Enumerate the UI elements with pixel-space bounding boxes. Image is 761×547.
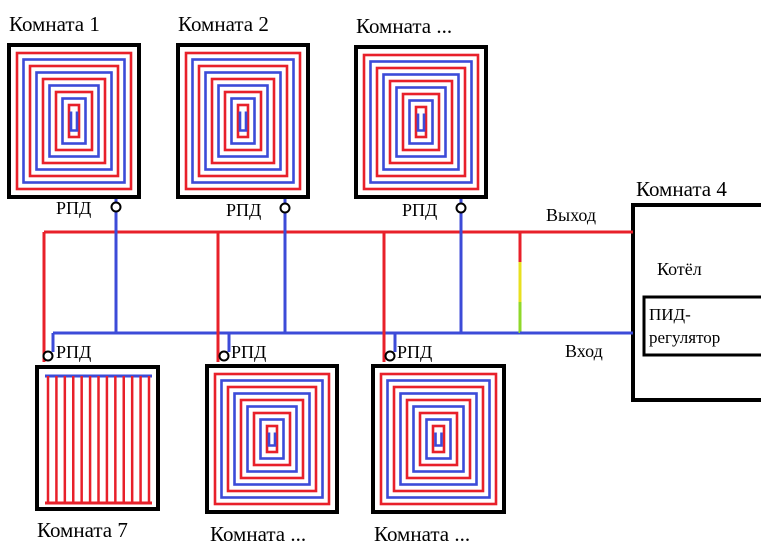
valve-icon[interactable] — [110, 201, 122, 213]
heating-loop-center — [434, 432, 443, 447]
floor-heating-spiral — [184, 51, 302, 191]
heating-loop — [233, 392, 311, 486]
heating-loop — [226, 385, 318, 493]
heating-loop — [412, 405, 465, 473]
heating-loop — [35, 71, 113, 171]
heating-loop — [22, 58, 126, 184]
heating-loop — [395, 86, 447, 158]
heating-loop — [223, 90, 263, 152]
floor-heating-spiral — [362, 53, 480, 191]
pid-controller-frame — [642, 295, 761, 357]
heating-loop — [230, 97, 256, 145]
heating-loop — [191, 58, 295, 184]
heating-loop — [15, 51, 133, 191]
heating-loop — [431, 424, 446, 454]
heating-loop — [213, 372, 331, 506]
heating-loop — [204, 71, 282, 171]
heating-loop — [379, 372, 498, 506]
heating-loop — [259, 418, 285, 460]
floor-heating-spiral — [379, 372, 498, 506]
heating-loop — [61, 97, 87, 145]
heating-loop — [184, 51, 302, 191]
heating-loop — [252, 411, 292, 467]
heating-loop — [217, 84, 269, 158]
room-frame — [176, 43, 310, 199]
floor-heating-parallel — [45, 374, 152, 505]
room-bottom-5-title: Комната ... — [210, 522, 306, 546]
heating-loop — [414, 105, 428, 139]
labels: Комната 1 Комната 2 Комната ... РПД РПД … — [9, 12, 727, 546]
heating-loop — [362, 53, 480, 191]
heating-loop — [236, 103, 250, 139]
pid-label-line2: регулятор — [649, 328, 720, 347]
heating-loop — [418, 411, 459, 467]
heating-loop — [197, 64, 289, 178]
room-bottom-6-title: Комната ... — [374, 522, 470, 546]
heating-loop — [28, 64, 120, 178]
heating-loop — [246, 405, 298, 473]
heating-loop — [220, 379, 324, 499]
valve-bottom-5-label: РПД — [231, 342, 266, 362]
valve-top-1-label: РПД — [56, 198, 91, 218]
valve-bottom-6-label: РПД — [397, 342, 432, 362]
heating-loop — [210, 77, 276, 165]
heating-loop — [386, 379, 491, 499]
floor-heating-spiral — [15, 51, 133, 191]
valve-icon[interactable] — [455, 202, 467, 214]
heating-loop — [265, 424, 279, 454]
room-top-1 — [7, 43, 141, 213]
heating-loop — [375, 66, 467, 178]
room-top-3-title: Комната ... — [356, 14, 452, 38]
heating-loop — [388, 79, 454, 165]
heating-loop — [67, 103, 81, 139]
heating-loop — [401, 92, 441, 152]
heating-loop — [405, 398, 472, 480]
valve-top-2-label: РПД — [226, 200, 261, 220]
heating-loop-center — [267, 432, 277, 447]
heating-loop — [369, 60, 473, 184]
heating-loop-center — [238, 111, 248, 132]
room-top-1-title: Комната 1 — [9, 12, 100, 36]
boiler-room — [520, 203, 761, 402]
room-bottom-6 — [371, 350, 506, 514]
room-bottom-7 — [35, 350, 160, 511]
room-bottom-7-title: Комната 7 — [37, 518, 128, 542]
outlet-label: Выход — [546, 205, 596, 225]
room-frame — [354, 45, 488, 199]
heating-loop — [54, 90, 94, 152]
floor-heating-spiral — [213, 372, 331, 506]
heating-loop-center — [69, 111, 79, 132]
valve-icon[interactable] — [279, 202, 291, 214]
heating-loop — [41, 77, 107, 165]
heating-loop — [399, 392, 478, 486]
room-frame — [7, 43, 141, 199]
room-bottom-5 — [205, 350, 339, 514]
pid-label-line1: ПИД- — [649, 305, 691, 324]
heating-loop — [425, 418, 452, 460]
room-top-3 — [354, 45, 488, 214]
heating-loop — [239, 398, 305, 480]
valve-icon[interactable] — [218, 350, 230, 362]
valve-top-3-label: РПД — [402, 200, 437, 220]
valve-icon[interactable] — [42, 350, 54, 362]
heating-loop — [392, 385, 485, 493]
inlet-label: Вход — [565, 341, 603, 361]
heating-loop-center — [416, 113, 426, 132]
boiler-label: Котёл — [657, 259, 702, 279]
room-top-2 — [176, 43, 310, 214]
room-top-2-title: Комната 2 — [178, 12, 269, 36]
heating-loop — [48, 84, 100, 158]
valve-icon[interactable] — [384, 350, 396, 362]
heating-loop — [382, 73, 460, 171]
valve-bottom-7-label: РПД — [56, 342, 91, 362]
heating-loop — [408, 99, 434, 145]
boiler-room-title: Комната 4 — [636, 177, 727, 201]
